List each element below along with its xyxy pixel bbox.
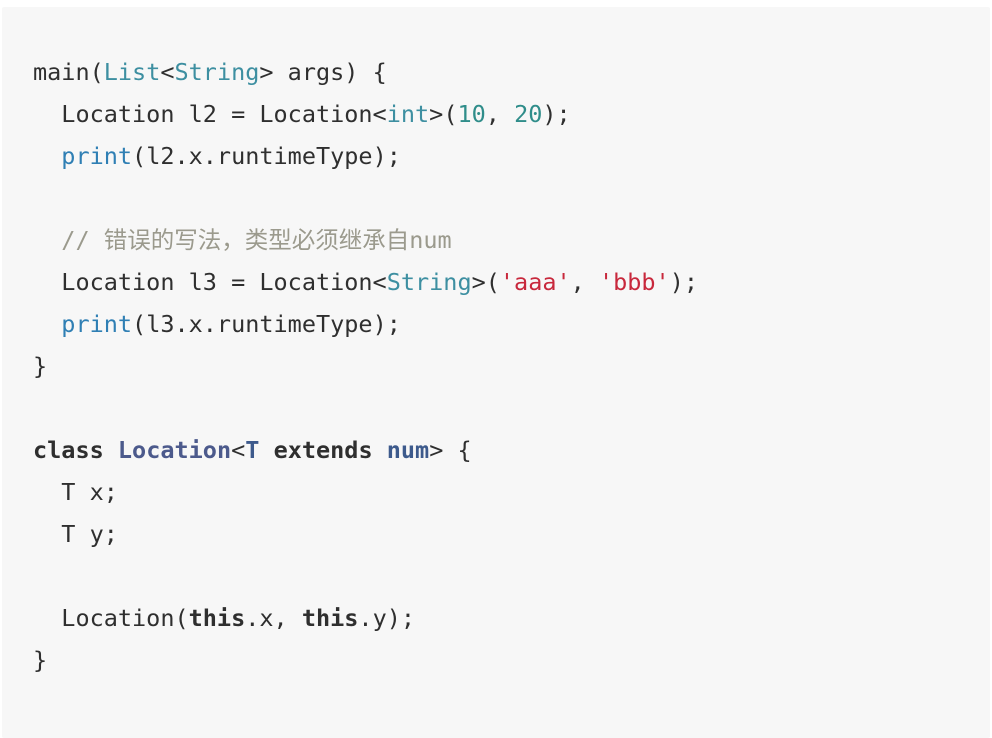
code-token: < — [231, 436, 246, 464]
code-token: , — [570, 268, 599, 296]
code-token: 'aaa' — [499, 268, 571, 296]
code-token: // 错误的写法，类型必须继承自num — [33, 226, 452, 254]
code-token: 'bbb' — [598, 268, 670, 296]
code-token: (l2.x.runtimeType); — [132, 142, 401, 170]
code-token: } — [33, 646, 48, 674]
code-token: this — [188, 604, 246, 632]
code-token: class — [33, 436, 104, 464]
code-line: Location(this.x, this.y); — [33, 597, 698, 639]
code-token: .y); — [358, 604, 416, 632]
code-token: T — [245, 436, 260, 464]
code-line: print(l2.x.runtimeType); — [33, 135, 698, 177]
code-token — [33, 310, 61, 338]
code-line: print(l3.x.runtimeType); — [33, 303, 698, 345]
code-token: ); — [669, 268, 698, 296]
code-token: num — [386, 436, 430, 464]
code-token — [33, 142, 61, 170]
code-token: extends — [273, 436, 373, 464]
code-line — [33, 555, 698, 597]
code-line: Location l3 = Location<String>('aaa', 'b… — [33, 261, 698, 303]
code-block: main(List<String> args) { Location l2 = … — [2, 7, 990, 738]
code-line: // 错误的写法，类型必须继承自num — [33, 219, 698, 261]
code-token: int — [386, 100, 430, 128]
code-token: (l3.x.runtimeType); — [132, 310, 401, 338]
code-token: Location l2 = Location< — [33, 100, 387, 128]
code-token: this — [301, 604, 359, 632]
code-token: >( — [429, 100, 458, 128]
code-line — [33, 387, 698, 429]
code-token: Location — [117, 436, 232, 464]
code-token: print — [61, 142, 133, 170]
code-token: < — [160, 58, 175, 86]
code-line: T x; — [33, 471, 698, 513]
code-token: >( — [471, 268, 500, 296]
code-token — [104, 436, 118, 464]
code-line: main(List<String> args) { — [33, 51, 698, 93]
code-line: class Location<T extends num> { — [33, 429, 698, 471]
code-token: > { — [429, 436, 472, 464]
code-line: T y; — [33, 513, 698, 555]
code-token: Location l3 = Location< — [33, 268, 387, 296]
code-token — [259, 436, 273, 464]
code-token: String — [174, 58, 260, 86]
code-line: Location l2 = Location<int>(10, 20); — [33, 93, 698, 135]
code-token: T x; — [33, 478, 118, 506]
code-token: } — [33, 352, 48, 380]
code-token: 10 — [457, 100, 486, 128]
code-token: T y; — [33, 520, 118, 548]
code-token: > args) { — [259, 58, 387, 86]
code-line — [33, 177, 698, 219]
code-token: print — [61, 310, 133, 338]
code-token — [373, 436, 387, 464]
code-token: main( — [33, 58, 104, 86]
code-token: 20 — [514, 100, 543, 128]
code-line: } — [33, 639, 698, 681]
code-token: Location( — [33, 604, 189, 632]
code-lines: main(List<String> args) { Location l2 = … — [33, 51, 698, 681]
code-token: String — [386, 268, 472, 296]
code-line: } — [33, 345, 698, 387]
code-token: List — [103, 58, 161, 86]
code-token: , — [485, 100, 515, 128]
code-token: .x, — [245, 604, 302, 632]
code-token: ); — [542, 100, 571, 128]
